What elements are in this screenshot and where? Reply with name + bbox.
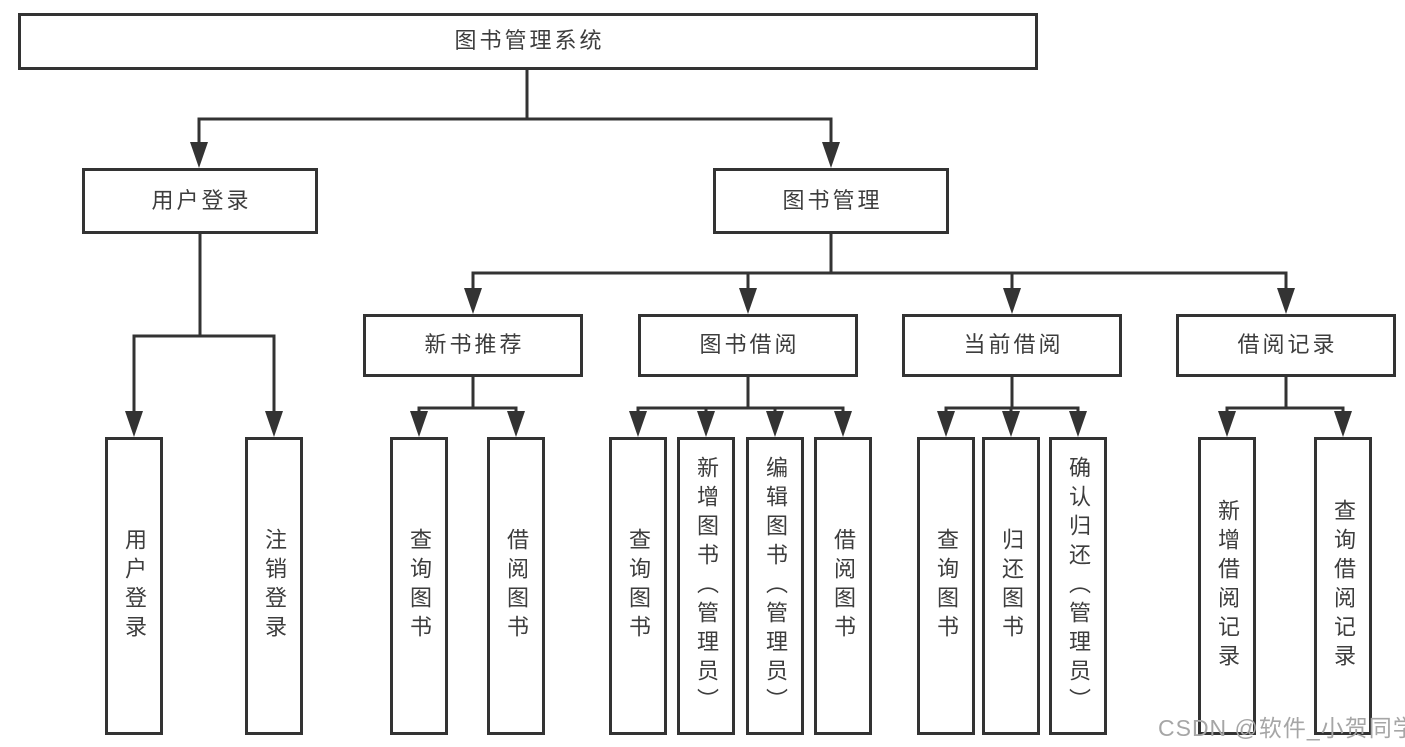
node-new-book-recommend-label: 新书推荐: [424, 332, 525, 358]
leaf-add-books-admin: 新增图书（管理员）: [677, 437, 735, 735]
node-new-book-recommend: 新书推荐: [363, 314, 583, 377]
leaf-user-login-label: 用户登录: [122, 528, 147, 644]
node-current-borrow: 当前借阅: [902, 314, 1122, 377]
leaf-edit-books-admin: 编辑图书（管理员）: [746, 437, 804, 735]
leaf-recommend-query-books-label: 查询图书: [407, 528, 432, 644]
leaf-confirm-return-admin: 确认归还（管理员）: [1049, 437, 1107, 735]
leaf-recommend-borrow-books: 借阅图书: [487, 437, 545, 735]
leaf-add-borrow-record-label: 新增借阅记录: [1215, 499, 1240, 673]
leaf-confirm-return-admin-label: 确认归还（管理员）: [1066, 455, 1091, 717]
node-book-borrow: 图书借阅: [638, 314, 858, 377]
node-system-root-label: 图书管理系统: [454, 28, 605, 54]
leaf-query-borrow-record-label: 查询借阅记录: [1331, 499, 1356, 673]
leaf-borrow-books: 借阅图书: [814, 437, 872, 735]
leaf-add-books-admin-label: 新增图书（管理员）: [694, 455, 719, 717]
leaf-current-query-books: 查询图书: [917, 437, 975, 735]
leaf-borrow-query-books: 查询图书: [609, 437, 667, 735]
arrowheads: [125, 142, 1352, 437]
leaf-recommend-query-books: 查询图书: [390, 437, 448, 735]
node-book-borrow-label: 图书借阅: [699, 332, 800, 358]
leaf-return-books: 归还图书: [982, 437, 1040, 735]
node-system-root: 图书管理系统: [18, 13, 1038, 70]
leaf-borrow-query-books-label: 查询图书: [626, 528, 651, 644]
node-book-management: 图书管理: [713, 168, 949, 234]
leaf-logout: 注销登录: [245, 437, 303, 735]
leaf-edit-books-admin-label: 编辑图书（管理员）: [763, 455, 788, 717]
leaf-return-books-label: 归还图书: [999, 528, 1024, 644]
leaf-recommend-borrow-books-label: 借阅图书: [504, 528, 529, 644]
node-book-management-label: 图书管理: [782, 187, 883, 213]
leaf-user-login: 用户登录: [105, 437, 163, 735]
node-user-login-label: 用户登录: [151, 187, 252, 213]
leaf-logout-label: 注销登录: [262, 528, 287, 644]
node-current-borrow-label: 当前借阅: [963, 332, 1064, 358]
node-borrow-records: 借阅记录: [1176, 314, 1396, 377]
watermark-text: CSDN @软件_小贺同学: [1158, 715, 1405, 741]
node-user-login: 用户登录: [82, 168, 318, 234]
node-borrow-records-label: 借阅记录: [1237, 332, 1338, 358]
leaf-add-borrow-record: 新增借阅记录: [1198, 437, 1256, 735]
leaf-current-query-books-label: 查询图书: [934, 528, 959, 644]
leaf-borrow-books-label: 借阅图书: [831, 528, 856, 644]
leaf-query-borrow-record: 查询借阅记录: [1314, 437, 1372, 735]
